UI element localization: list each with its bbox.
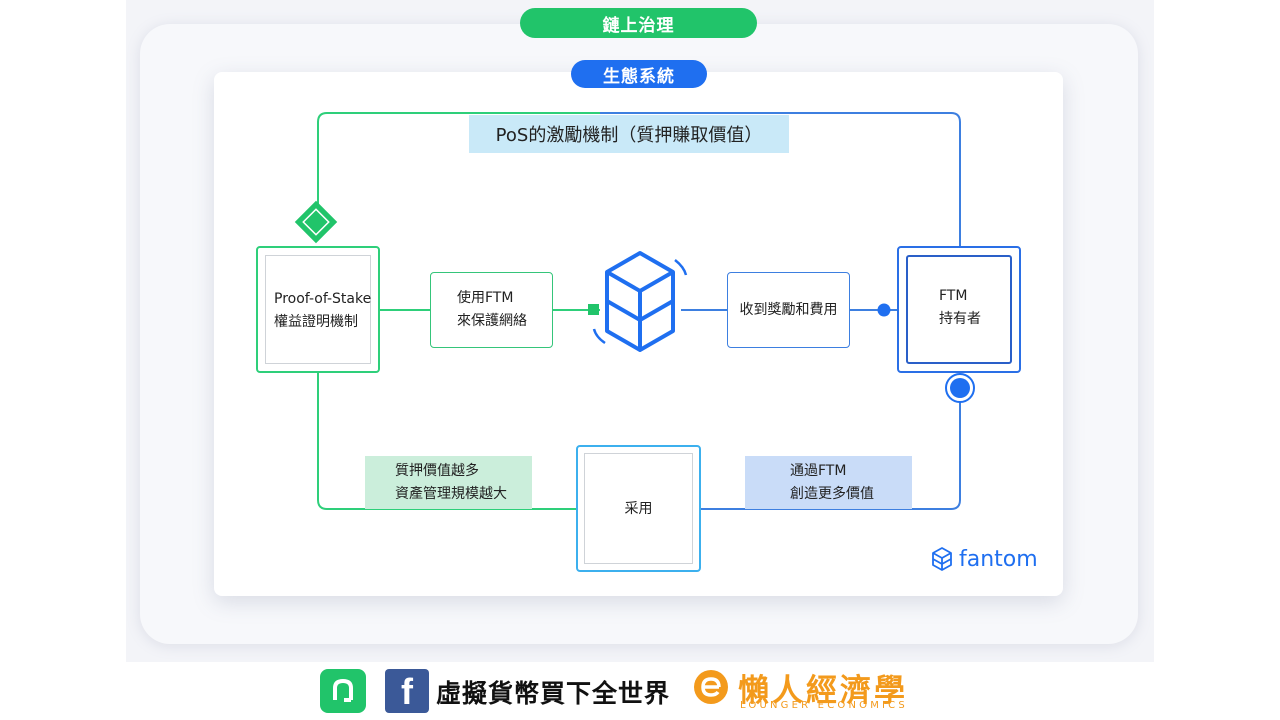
loop-bottom-blue (701, 401, 961, 510)
loop-top-blue (600, 112, 961, 246)
ftm-holder-title: FTM (939, 288, 968, 304)
staking-growth-tag: 質押價值越多 資產管理規模越大 (365, 456, 532, 509)
value-creation-line2: 創造更多價值 (790, 485, 874, 502)
ftm-holder-box: FTM 持有者 (897, 246, 1021, 373)
lounger-logo-subtitle: LOUNGER ECONOMICS (740, 700, 908, 711)
fantom-brand-icon (932, 547, 952, 571)
ftm-holder-subtitle: 持有者 (939, 311, 981, 327)
fantom-brand: fantom (931, 546, 1038, 572)
staking-growth-line1: 質押價值越多 (395, 462, 479, 479)
loop-bottom-green (317, 373, 576, 510)
loop-top-green (317, 112, 600, 204)
lounger-logo-title: 懶人經濟學 (738, 673, 908, 709)
adoption-box: 采用 (576, 445, 701, 572)
green-square-marker (588, 304, 599, 315)
rewards-box: 收到獎勵和費用 (727, 272, 850, 348)
pos-incentive-banner: PoS的激勵機制（質押賺取價值） (469, 115, 789, 153)
secure-network-box: 使用FTM 來保護網絡 (430, 272, 553, 348)
value-creation-tag: 通過FTM 創造更多價值 (745, 456, 912, 509)
blue-dot-marker (877, 303, 891, 317)
app-icon[interactable] (320, 669, 366, 713)
secure-network-line2: 來保護網絡 (457, 313, 527, 329)
green-diamond-marker (294, 200, 338, 244)
proof-of-stake-box: Proof-of-Stake 權益證明機制 (256, 246, 380, 373)
adoption-label: 采用 (624, 501, 653, 517)
blue-circle-marker (945, 373, 975, 403)
pos-subtitle: 權益證明機制 (274, 314, 358, 330)
pos-title: Proof-of-Stake (274, 291, 372, 307)
secure-network-line1: 使用FTM (457, 290, 514, 306)
facebook-icon[interactable]: f (385, 669, 429, 713)
governance-label: 鏈上治理 (520, 8, 757, 38)
fantom-logo-icon (592, 251, 688, 352)
staking-growth-line2: 資產管理規模越大 (395, 485, 507, 502)
fantom-brand-text: fantom (959, 546, 1038, 572)
rewards-label: 收到獎勵和費用 (739, 301, 838, 318)
value-creation-line1: 通過FTM (790, 462, 847, 479)
lounger-logo-icon (694, 670, 728, 704)
ecosystem-label: 生態系統 (571, 60, 707, 88)
footer-slogan: 虛擬貨幣買下全世界 (436, 679, 671, 708)
footer-bar (0, 662, 1280, 720)
